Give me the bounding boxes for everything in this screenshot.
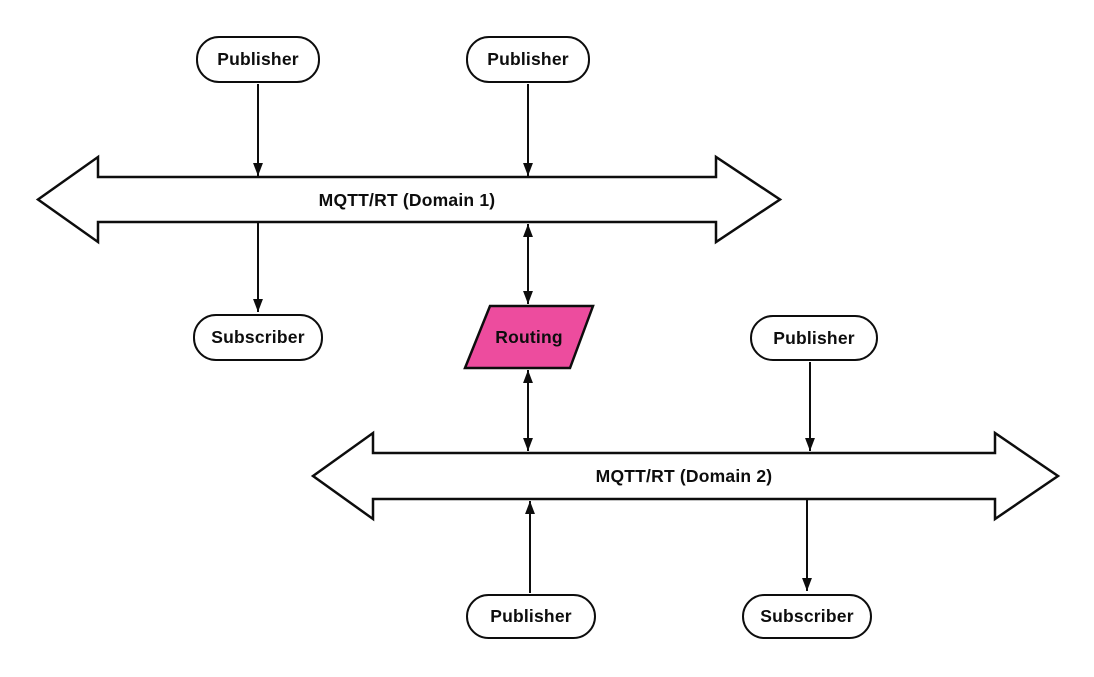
- node-subscriber-domain1: Subscriber: [193, 314, 323, 361]
- node-publisher-top-left: Publisher: [196, 36, 320, 83]
- node-label: Publisher: [217, 49, 299, 69]
- routing-shape: [463, 304, 595, 370]
- node-publisher-domain2-top: Publisher: [750, 315, 878, 361]
- node-label: Publisher: [773, 327, 855, 348]
- bus-domain2-shape: [310, 430, 1061, 522]
- node-publisher-domain2-bottom: Publisher: [466, 594, 596, 639]
- node-label: Subscriber: [211, 327, 305, 347]
- node-label: Subscriber: [760, 606, 854, 626]
- node-label: Publisher: [490, 606, 572, 626]
- bus-domain1-shape: [35, 154, 783, 245]
- node-publisher-top-center: Publisher: [466, 36, 590, 83]
- node-subscriber-domain2: Subscriber: [742, 594, 872, 639]
- node-label: Publisher: [487, 49, 569, 69]
